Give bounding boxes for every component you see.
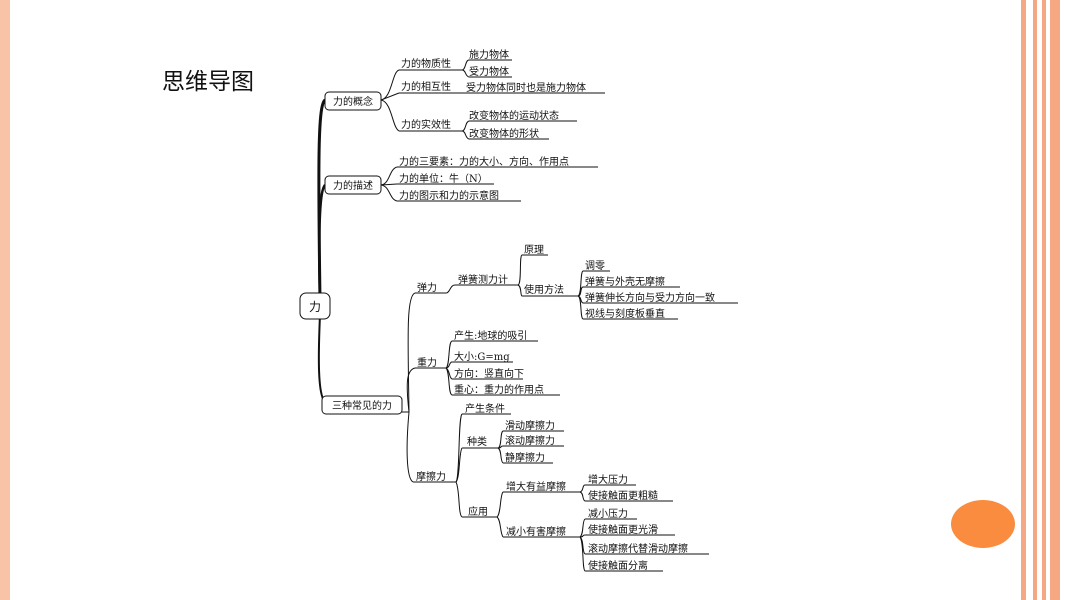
leaf-decrease-3: 滚动摩擦代替滑动摩擦 <box>588 542 688 555</box>
node-effect: 力的实效性 <box>401 118 451 131</box>
leaf-description-3: 力的图示和力的示意图 <box>399 189 499 202</box>
mind-map-boxes <box>299 91 403 415</box>
node-increase-friction: 增大有益摩擦 <box>506 480 566 493</box>
leaf-gravity-2: 大小:G=mg <box>454 350 510 363</box>
leaf-description-1: 力的三要素：力的大小、方向、作用点 <box>399 155 569 168</box>
slide-title: 思维导图 <box>162 69 254 95</box>
leaf-friction-condition: 产生条件 <box>465 402 505 415</box>
right-stripe-1 <box>1021 0 1026 600</box>
node-usage: 使用方法 <box>524 283 564 296</box>
right-stripe-4 <box>1050 0 1060 600</box>
left-border-stripe <box>0 0 10 600</box>
leaf-description-2: 力的单位：牛（N） <box>399 172 488 185</box>
node-application: 应用 <box>468 505 488 518</box>
leaf-principle: 原理 <box>524 244 544 256</box>
leaf-increase-2: 使接触面更粗糙 <box>588 489 658 502</box>
right-stripe-2 <box>1033 0 1037 600</box>
node-friction-kinds: 种类 <box>467 435 487 448</box>
leaf-gravity-3: 方向：竖直向下 <box>454 367 524 380</box>
leaf-usage-2: 弹簧与外壳无摩擦 <box>585 275 665 288</box>
node-three-forces: 三种常见的力 <box>332 399 392 412</box>
leaf-material-1: 施力物体 <box>469 48 509 61</box>
node-spring-scale: 弹簧测力计 <box>458 273 508 286</box>
node-concept: 力的概念 <box>333 95 373 108</box>
leaf-material-2: 受力物体 <box>469 65 509 78</box>
accent-circle <box>951 500 1015 548</box>
node-gravity: 重力 <box>417 356 437 369</box>
node-description: 力的描述 <box>333 179 373 192</box>
leaf-usage-3: 弹簧伸长方向与受力方向一致 <box>585 291 715 304</box>
leaf-kind-1: 滑动摩擦力 <box>505 419 555 432</box>
leaf-increase-1: 增大压力 <box>588 473 628 486</box>
leaf-effect-2: 改变物体的形状 <box>469 127 539 140</box>
leaf-gravity-1: 产生:地球的吸引 <box>454 329 527 342</box>
mind-map-connectors <box>317 59 738 572</box>
leaf-usage-4: 视线与刻度板垂直 <box>585 307 665 320</box>
node-mutual: 力的相互性 <box>401 80 451 93</box>
leaf-mutual: 受力物体同时也是施力物体 <box>466 81 586 94</box>
leaf-kind-3: 静摩擦力 <box>505 451 545 464</box>
leaf-effect-1: 改变物体的运动状态 <box>469 109 559 122</box>
right-stripe-3 <box>1042 0 1046 600</box>
root-node: 力 <box>309 300 321 314</box>
node-decrease-friction: 减小有害摩擦 <box>506 525 566 538</box>
leaf-decrease-1: 减小压力 <box>588 507 628 520</box>
leaf-gravity-4: 重心：重力的作用点 <box>454 383 544 396</box>
leaf-kind-2: 滚动摩擦力 <box>505 434 555 447</box>
node-friction: 摩擦力 <box>416 470 446 483</box>
node-material: 力的物质性 <box>401 57 451 70</box>
leaf-decrease-4: 使接触面分离 <box>588 559 648 572</box>
leaf-usage-1: 调零 <box>585 260 605 272</box>
node-elastic: 弹力 <box>417 281 437 294</box>
leaf-decrease-2: 使接触面更光滑 <box>588 523 658 536</box>
